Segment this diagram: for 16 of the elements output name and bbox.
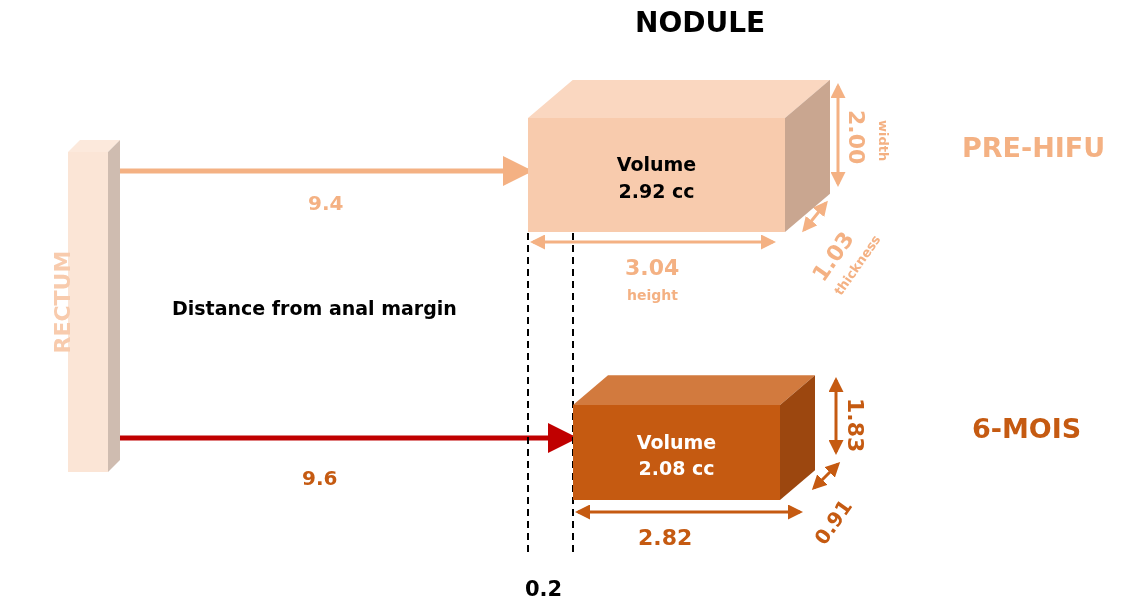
dimension-caption: width	[876, 120, 891, 162]
axis-caption: Distance from anal margin	[172, 298, 457, 319]
row-label: PRE-HIFU	[962, 133, 1106, 163]
dimension-caption: height	[627, 288, 678, 304]
row-label: 6-MOIS	[972, 414, 1082, 444]
title: NODULE	[635, 8, 766, 39]
volume-text: Volume 2.08 cc	[635, 429, 718, 482]
organ-label: RECTUM	[51, 250, 76, 354]
volume-text: Volume 2.92 cc	[615, 152, 698, 204]
dimension-value: 2.82	[638, 526, 693, 551]
dimension-value: 2.00	[844, 110, 869, 165]
dimension-value: 1.83	[843, 398, 868, 453]
dimension-value: 3.04	[625, 256, 680, 281]
edge-label: 9.4	[308, 192, 344, 214]
edge-label: 9.6	[302, 467, 338, 489]
dimension-value: 0.2	[525, 578, 563, 602]
